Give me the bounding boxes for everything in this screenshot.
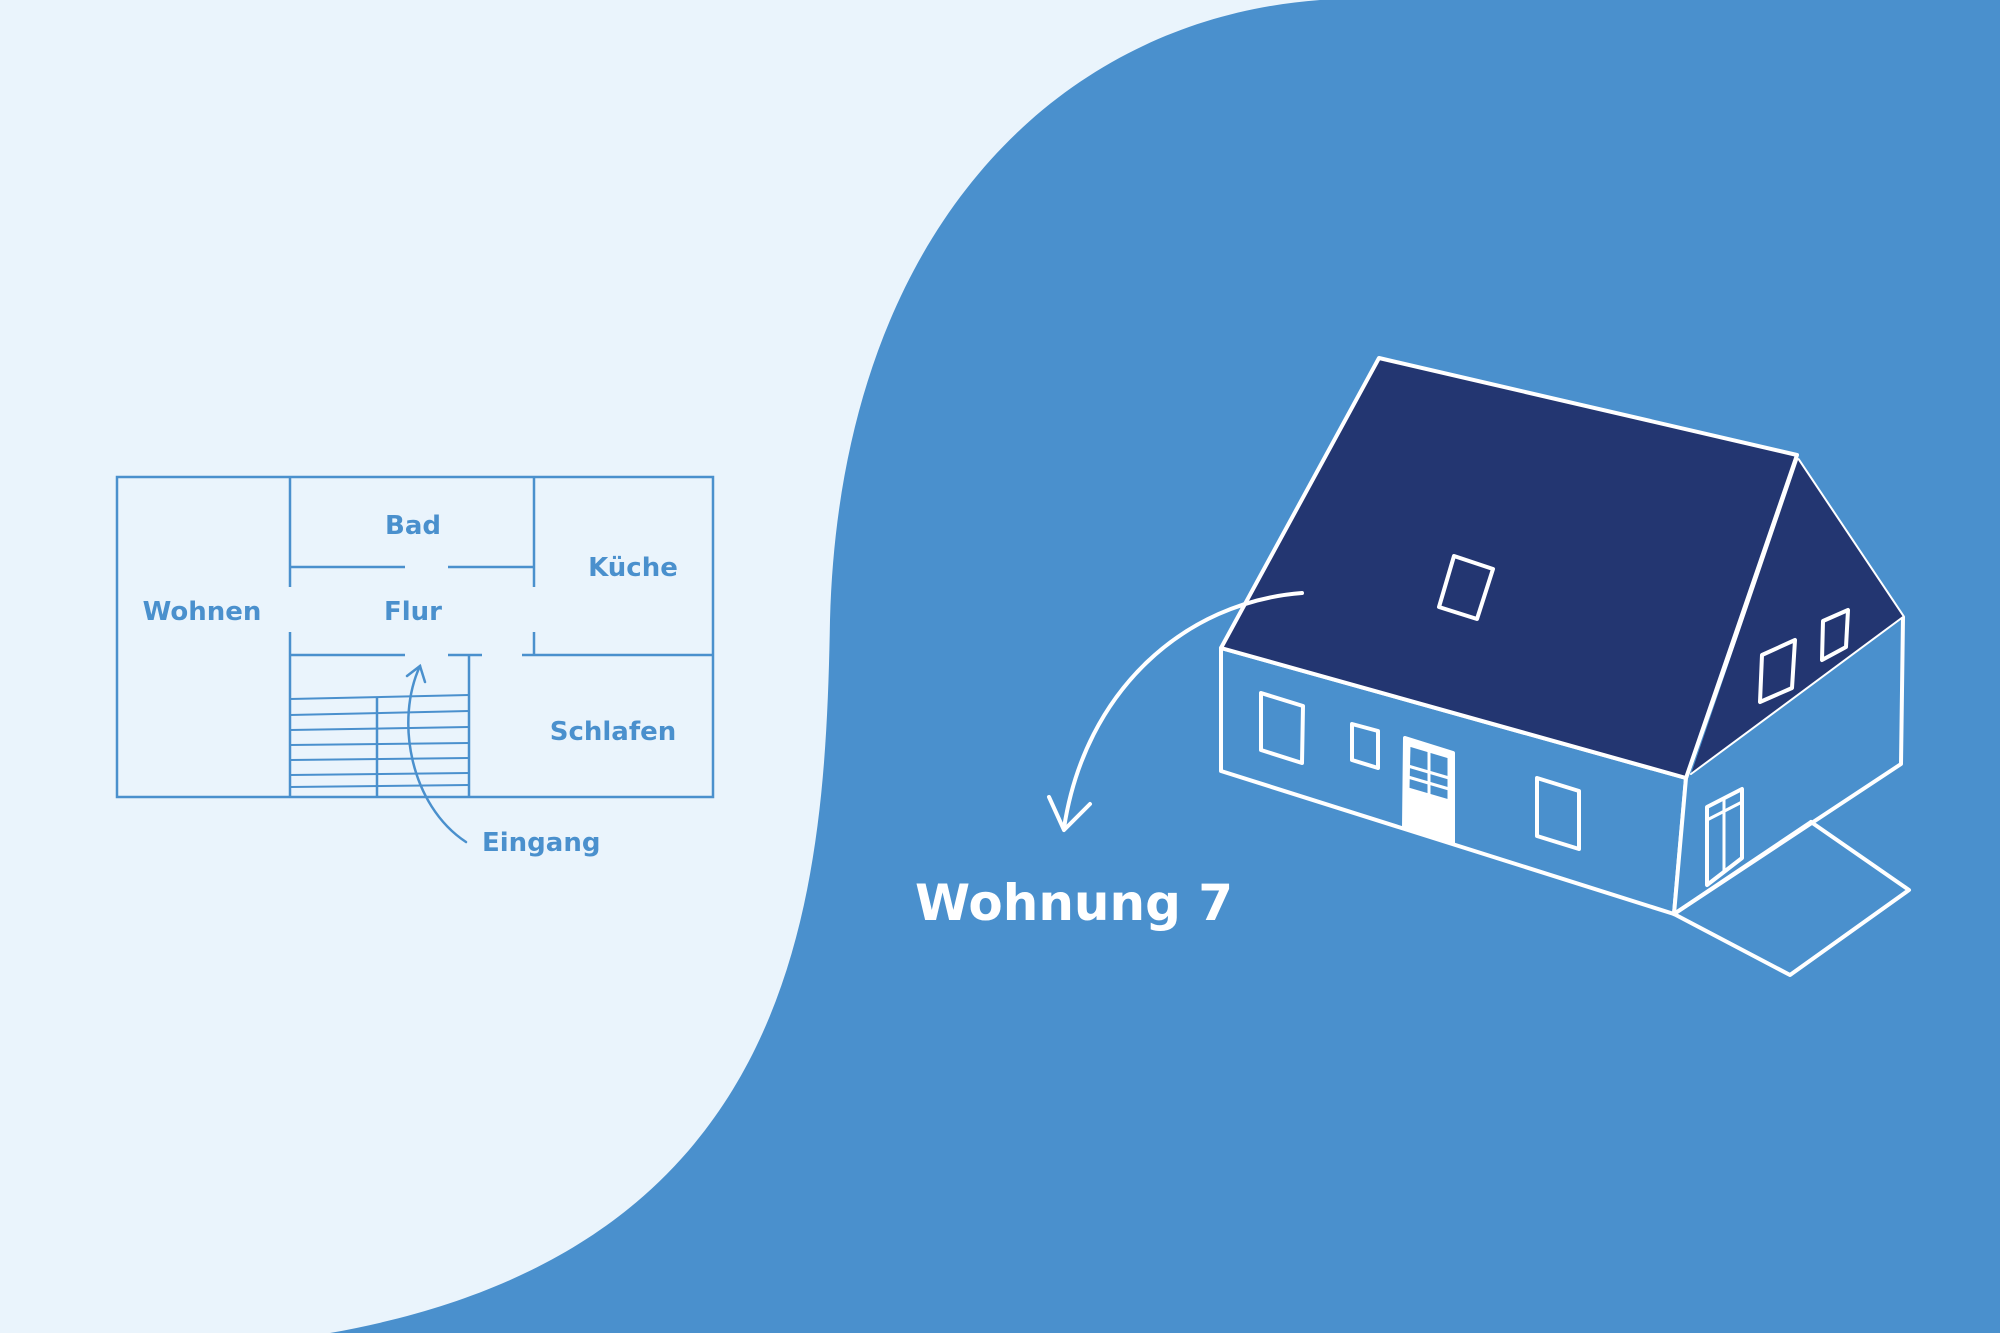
apartment-arrow [1047, 591, 1304, 832]
front-door-transom [1406, 775, 1451, 791]
floor-plan-outline [115, 475, 715, 799]
roof-skylight [1437, 554, 1495, 621]
staircase [289, 694, 470, 788]
room-label-schlafen: Schlafen [550, 717, 677, 747]
gable-window [1758, 638, 1797, 704]
stair-step [289, 726, 470, 731]
side-door-transom [1705, 800, 1744, 822]
room-label-kueche: Küche [588, 553, 678, 583]
house-gable-shade [1691, 460, 1903, 774]
house-terrace-edge [1672, 820, 1813, 916]
house [1219, 356, 1911, 977]
stair-step [289, 772, 470, 776]
front-window [1535, 776, 1581, 851]
stair-step [289, 742, 470, 746]
front-window [1350, 722, 1380, 770]
room-label-flur: Flur [384, 597, 442, 627]
background-blue-wave [330, 0, 2000, 1333]
floor-plan [115, 475, 715, 799]
stair-step [289, 694, 470, 700]
front-window [1259, 691, 1305, 765]
apartment-arrow-curve [1062, 591, 1304, 830]
side-door [1705, 787, 1744, 887]
stair-step [289, 784, 470, 788]
gable-window [1820, 608, 1850, 662]
entrance-arrow [405, 663, 468, 844]
apartment-arrow-head [1047, 795, 1092, 832]
stair-step [289, 710, 470, 716]
apartment-label: Wohnung 7 [915, 874, 1233, 932]
house-terrace [1672, 820, 1911, 977]
front-door-transom [1406, 764, 1451, 780]
entrance-arrow-head [405, 663, 427, 684]
room-label-bad: Bad [385, 511, 441, 541]
house-roof [1219, 356, 1799, 780]
house-gable-edge [1690, 616, 1904, 775]
room-label-wohnen: Wohnen [143, 597, 262, 627]
entrance-arrow-curve [407, 664, 468, 844]
stair-step [289, 757, 470, 761]
entrance-label: Eingang [482, 828, 600, 858]
